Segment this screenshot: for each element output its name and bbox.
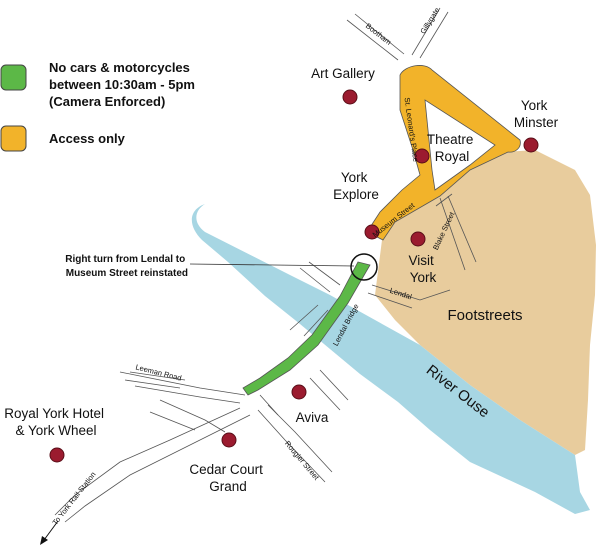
road-gillygate: Gillygate xyxy=(418,6,441,36)
legend-swatch-no-cars xyxy=(0,64,27,91)
road-network xyxy=(54,7,477,523)
callout-circle xyxy=(350,253,378,281)
legend-no-cars-line1: No cars & motorcycles xyxy=(49,60,190,75)
poi-marker-icon xyxy=(342,89,358,105)
poi-marker-icon xyxy=(410,231,426,247)
svg-text:York Explore: York Explore xyxy=(333,170,379,202)
poi-marker-icon xyxy=(364,224,380,240)
legend-swatch-access xyxy=(0,125,27,152)
label-york-explore-2: Explore xyxy=(333,187,379,202)
road-to-rail-station: To York Rail Station xyxy=(50,470,97,527)
label-theatre-royal-1: Theatre xyxy=(427,132,474,147)
label-royal-york-2: & York Wheel xyxy=(15,423,96,438)
label-cedar-court-2: Grand xyxy=(209,479,247,494)
svg-text:Theatre Royal: Theatre Royal xyxy=(427,132,477,164)
legend-access-only: Access only xyxy=(49,131,126,146)
label-royal-york-1: Royal York Hotel xyxy=(4,406,104,421)
svg-text:Cedar Court Grand: Cedar Court Grand xyxy=(189,462,266,494)
river-ouse xyxy=(191,204,590,514)
poi-marker-icon xyxy=(49,447,65,463)
road-bootham: Bootham xyxy=(364,21,393,47)
label-cedar-court-1: Cedar Court xyxy=(189,462,263,477)
legend: No cars & motorcycles between 10:30am - … xyxy=(0,60,199,152)
svg-text:Right turn from Lendal to: Right turn from Lendal to Museum Street … xyxy=(65,254,188,279)
callout-line xyxy=(189,263,355,267)
poi-marker-icon xyxy=(291,384,307,400)
label-footstreets: Footstreets xyxy=(447,307,522,324)
label-visit-york-2: York xyxy=(410,270,437,285)
footstreets-area xyxy=(375,150,596,455)
callout-line-2: Museum Street reinstated xyxy=(66,268,188,279)
poi-marker-icon xyxy=(523,137,539,153)
access-only-roads xyxy=(366,65,521,241)
legend-no-cars-line3: (Camera Enforced) xyxy=(49,94,165,109)
svg-text:York Minster: York Minster xyxy=(514,98,559,130)
svg-text:Visit York: Visit York xyxy=(408,253,437,285)
road-rougier-street: Rougier Street xyxy=(283,439,322,483)
label-york-explore-1: York xyxy=(341,170,368,185)
svg-text:Royal York Hotel & York Wh: Royal York Hotel & York Wheel xyxy=(4,406,108,438)
label-art-gallery: Art Gallery xyxy=(311,66,375,81)
no-car-road xyxy=(242,261,371,396)
svg-text:No cars & motorcycles be: No cars & motorcycles between 10:30am - … xyxy=(49,60,199,109)
arrow-icon xyxy=(40,520,59,545)
label-york-minster-1: York xyxy=(521,98,548,113)
label-aviva: Aviva xyxy=(296,410,329,425)
poi-marker-icon xyxy=(414,148,430,164)
label-visit-york-1: Visit xyxy=(408,253,434,268)
callout-line-1: Right turn from Lendal to xyxy=(65,254,185,265)
label-york-minster-2: Minster xyxy=(514,115,559,130)
poi-marker-icon xyxy=(221,432,237,448)
legend-no-cars-line2: between 10:30am - 5pm xyxy=(49,77,195,92)
poi-markers xyxy=(49,89,539,463)
label-theatre-royal-2: Royal xyxy=(435,149,470,164)
